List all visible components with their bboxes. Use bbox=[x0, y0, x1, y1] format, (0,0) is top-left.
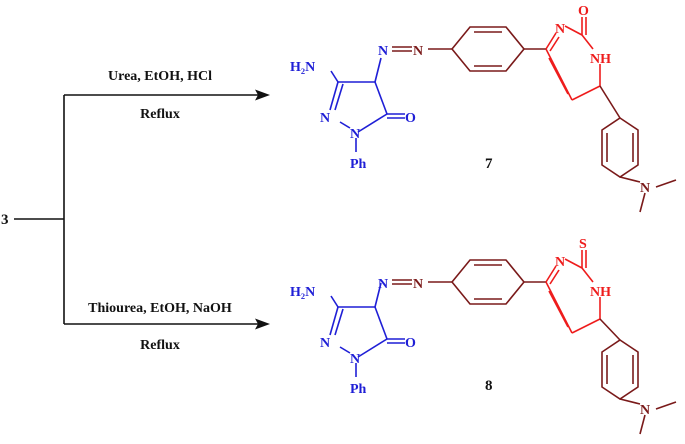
conditions-label-8: Reflux bbox=[140, 338, 180, 353]
arrow-lower-head bbox=[255, 318, 270, 330]
product-8-number: 8 bbox=[485, 378, 493, 394]
arrow-upper-head bbox=[255, 89, 270, 101]
phenyl-label: Ph bbox=[350, 157, 367, 172]
azo-n1-label: N bbox=[378, 277, 388, 292]
pyrimidine-n-label: N bbox=[555, 255, 565, 270]
phenyl-label: Ph bbox=[350, 382, 367, 397]
azo-n2-label: N bbox=[413, 277, 423, 292]
pyrazole-n2-label: N bbox=[350, 352, 360, 367]
pyrazolone-o-label: O bbox=[405, 336, 416, 351]
product-7-structure: H₂N N N O Ph N N N NH O N bbox=[290, 4, 677, 213]
reagents-label-8: Thiourea, EtOH, NaOH bbox=[88, 301, 232, 316]
product-7-number: 7 bbox=[485, 156, 493, 172]
product-8-structure: H₂N N N O Ph N N N NH S N bbox=[290, 237, 677, 435]
thione-s-label: S bbox=[579, 237, 587, 252]
pyrimidine-nh-label: NH bbox=[590, 52, 611, 67]
conditions-label-7: Reflux bbox=[140, 107, 180, 122]
azo-n1-label: N bbox=[378, 44, 388, 59]
carbonyl-o-label: O bbox=[578, 4, 589, 19]
pyrazolone-o-label: O bbox=[405, 111, 416, 126]
pyrimidine-nh-label: NH bbox=[590, 285, 611, 300]
pyrimidine-n-label: N bbox=[555, 22, 565, 37]
dimethylamino-n-label: N bbox=[640, 181, 650, 196]
start-compound-label: 3 bbox=[1, 212, 9, 228]
pyrazole-n1-label: N bbox=[320, 336, 330, 351]
amino-label: H₂N bbox=[290, 60, 315, 75]
reagents-label-7: Urea, EtOH, HCl bbox=[108, 69, 212, 84]
pyrazole-n2-label: N bbox=[350, 127, 360, 142]
azo-n2-label: N bbox=[413, 44, 423, 59]
amino-label: H₂N bbox=[290, 285, 315, 300]
dimethylamino-n-label: N bbox=[640, 403, 650, 418]
pyrazole-n1-label: N bbox=[320, 111, 330, 126]
